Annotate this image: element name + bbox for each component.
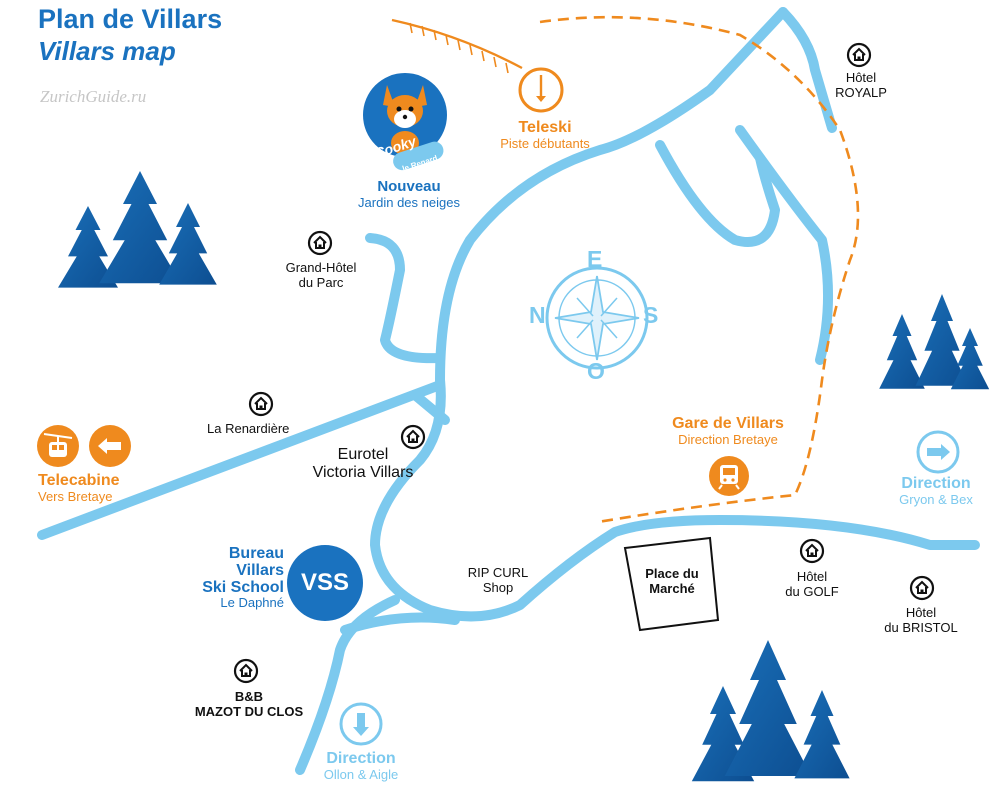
arrow-right-icon	[916, 430, 960, 474]
direction-ollon-title: Direction	[326, 750, 396, 767]
renardiere-label[interactable]: La Renardière	[207, 421, 290, 437]
mazot-line2: MAZOT DU CLOS	[194, 703, 304, 719]
hotel-icon-bristol	[909, 575, 935, 601]
road-to-telecabine	[37, 380, 445, 540]
hotel-royalp-line2: ROYALP	[835, 84, 887, 100]
compass-o-label: O	[587, 358, 605, 384]
vss-badge-text[interactable]: VSS	[300, 569, 350, 596]
teleski-title: Teleski	[518, 119, 572, 136]
grand-hotel-line1: Grand-Hôtel	[285, 260, 357, 275]
vss-badge-circle	[287, 545, 363, 621]
hotel-royalp-line1: Hôtel	[845, 70, 877, 85]
marche-line2: Marché	[649, 580, 695, 596]
ripcurl-line2: Shop	[482, 579, 514, 595]
hotel-icon-eurotel	[400, 424, 426, 450]
cable-car-icon	[37, 425, 79, 467]
mazot-label[interactable]: B&B MAZOT DU CLOS	[182, 689, 316, 719]
hotel-icon-royalp	[846, 42, 872, 68]
eurotel-line2: Victoria Villars	[312, 463, 414, 481]
road-royalp	[778, 7, 837, 133]
vss-label[interactable]: Bureau Villars Ski School Le Daphné	[160, 545, 284, 611]
telecabine-subtitle: Vers Bretaye	[38, 488, 113, 504]
train-icon	[709, 456, 749, 496]
vss-line2: Villars	[236, 561, 284, 579]
mazot-line1: B&B	[234, 689, 264, 704]
gare-label[interactable]: Gare de Villars Direction Bretaye	[648, 415, 808, 447]
compass-n-label: N	[529, 302, 546, 328]
main-road-south	[370, 375, 980, 622]
direction-gryon-label[interactable]: Direction Gryon & Bex	[886, 475, 986, 507]
road-link-vss	[340, 612, 460, 635]
place-du-marche-box	[623, 536, 720, 632]
teleski-lift	[391, 18, 523, 74]
direction-gryon-title: Direction	[901, 475, 971, 492]
train-line	[539, 15, 860, 524]
hotel-golf-label[interactable]: Hôtel du GOLF	[770, 569, 854, 599]
hotel-bristol-line1: Hôtel	[905, 605, 937, 620]
gare-subtitle: Direction Bretaye	[678, 431, 778, 447]
vss-line3: Ski School	[202, 578, 284, 596]
hotel-icon-mazot	[233, 658, 259, 684]
ripcurl-label[interactable]: RIP CURL Shop	[452, 565, 544, 595]
hotel-bristol-line2: du BRISTOL	[884, 619, 958, 635]
fox-mascot-icon	[363, 73, 447, 171]
marche-line1: Place du	[645, 566, 699, 581]
grand-hotel-line2: du Parc	[298, 274, 344, 290]
direction-ollon-subtitle: Ollon & Aigle	[323, 766, 399, 782]
road-vss-southwest	[295, 595, 400, 775]
nouveau-subtitle: Jardin des neiges	[358, 194, 460, 210]
gare-title: Gare de Villars	[672, 415, 784, 432]
road-grand-hotel	[365, 233, 445, 364]
teleski-subtitle: Piste débutants	[500, 135, 590, 151]
hotel-royalp-label[interactable]: Hôtel ROYALP	[826, 70, 896, 100]
vss-line1: Bureau	[228, 545, 284, 562]
nouveau-title: Nouveau	[377, 178, 441, 195]
telecabine-title: Telecabine	[38, 472, 120, 489]
nouveau-label[interactable]: Nouveau Jardin des neiges	[346, 178, 472, 210]
vss-subtitle: Le Daphné	[220, 595, 284, 611]
hotel-icon-grand-hotel	[307, 230, 333, 256]
grand-hotel-label[interactable]: Grand-Hôtel du Parc	[266, 260, 376, 290]
ski-lift-icon	[518, 67, 564, 113]
arrow-down-icon	[339, 702, 383, 746]
main-road-north	[435, 7, 788, 385]
map-title-en: Villars map	[38, 36, 176, 66]
compass-s-label: S	[643, 302, 659, 328]
eurotel-label[interactable]: Eurotel Victoria Villars	[288, 446, 438, 482]
ripcurl-line1: RIP CURL	[467, 565, 529, 580]
hotel-icon-golf	[799, 538, 825, 564]
place-du-marche-label[interactable]: Place du Marché	[630, 566, 714, 596]
road-east-loop-b	[735, 125, 833, 365]
compass-rose-icon	[545, 266, 649, 370]
hotel-bristol-label[interactable]: Hôtel du BRISTOL	[866, 605, 976, 635]
road-east-loop	[655, 140, 780, 247]
renardiere-line1: La Renardière	[207, 421, 290, 436]
direction-gryon-subtitle: Gryon & Bex	[899, 491, 973, 507]
watermark: ZurichGuide.ru	[40, 87, 147, 106]
telecabine-label[interactable]: Telecabine Vers Bretaye	[38, 472, 120, 504]
hotel-golf-line1: Hôtel	[796, 569, 828, 584]
map-title-fr: Plan de Villars	[38, 4, 223, 34]
teleski-label[interactable]: Teleski Piste débutants	[490, 119, 600, 151]
roads	[37, 7, 980, 775]
direction-ollon-label[interactable]: Direction Ollon & Aigle	[306, 750, 416, 782]
eurotel-line1: Eurotel	[337, 446, 389, 463]
hotel-golf-line2: du GOLF	[785, 583, 839, 599]
hotel-icon-renardiere	[248, 391, 274, 417]
road-fork-eurotel	[410, 390, 450, 425]
compass-e-label: E	[587, 246, 603, 272]
arrow-left-icon	[89, 425, 131, 467]
